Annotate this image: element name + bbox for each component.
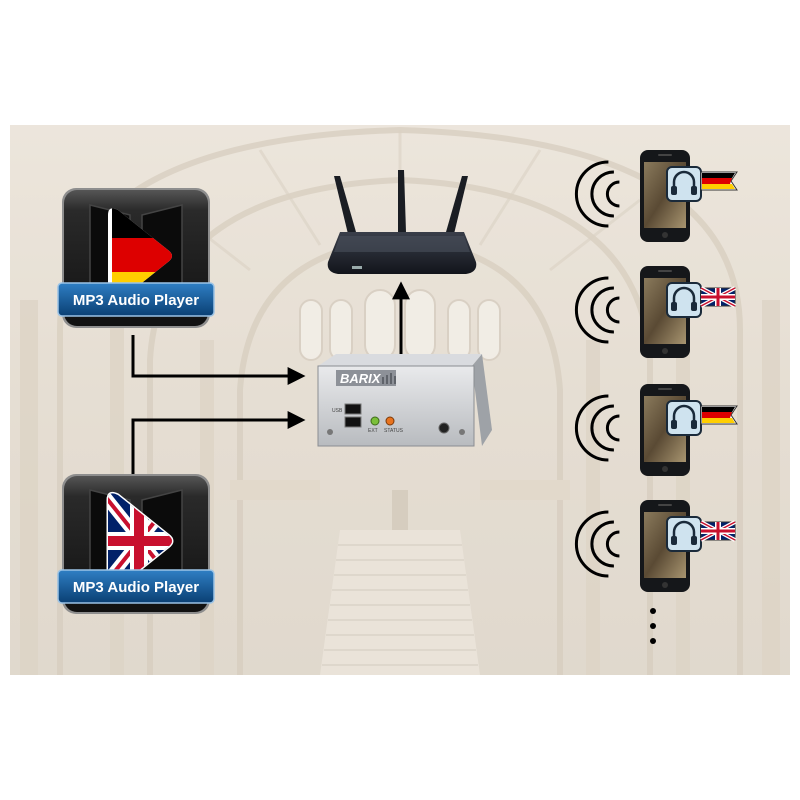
usb-port: [344, 416, 362, 428]
device-label-usb: USB: [332, 408, 343, 414]
headphones-icon: [666, 516, 702, 552]
usb-port: [344, 403, 362, 415]
staircase: [230, 480, 570, 675]
headphones-icon: [666, 282, 702, 318]
more-dots: [650, 608, 656, 644]
phone-row: [574, 384, 738, 476]
level-meter-logo: [382, 373, 396, 384]
status-led-orange: [385, 416, 395, 426]
phone-row: [574, 150, 738, 242]
wireless-signal-icon: [574, 160, 620, 228]
headphones-icon: [666, 166, 702, 202]
connection-arrows: [131, 281, 410, 475]
app-caption: MP3 Audio Player: [73, 579, 199, 596]
headphones-icon: [666, 400, 702, 436]
wifi-router: [327, 170, 477, 274]
device-label-status: STATUS: [384, 428, 404, 434]
screw: [459, 429, 465, 435]
smartphone-list: [574, 150, 738, 592]
wireless-signal-icon: [574, 276, 620, 344]
audio-jack: [438, 422, 450, 434]
device-label-ext: EXT: [368, 428, 378, 434]
app-tile-uk: MP3 Audio Player: [57, 474, 215, 614]
arrow-uk-app-to-device: [131, 411, 306, 475]
germany-flag: [700, 171, 738, 191]
phone-row: [574, 266, 736, 358]
wireless-signal-icon: [574, 394, 620, 462]
app-caption: MP3 Audio Player: [73, 292, 199, 309]
germany-flag: [700, 405, 738, 425]
arrow-de-app-to-device: [131, 335, 306, 385]
screw: [327, 429, 333, 435]
uk-flag: [700, 520, 736, 542]
status-led-green: [370, 416, 380, 426]
app-tile-german: MP3 Audio Player: [57, 188, 215, 328]
device-brand: BARIX: [340, 371, 382, 386]
phone-row: [574, 500, 736, 592]
router-antennas: [334, 170, 468, 234]
barix-audio-device: BARIX USB EXT STATUS: [317, 354, 492, 447]
uk-flag: [700, 286, 736, 308]
wireless-signal-icon: [574, 510, 620, 578]
